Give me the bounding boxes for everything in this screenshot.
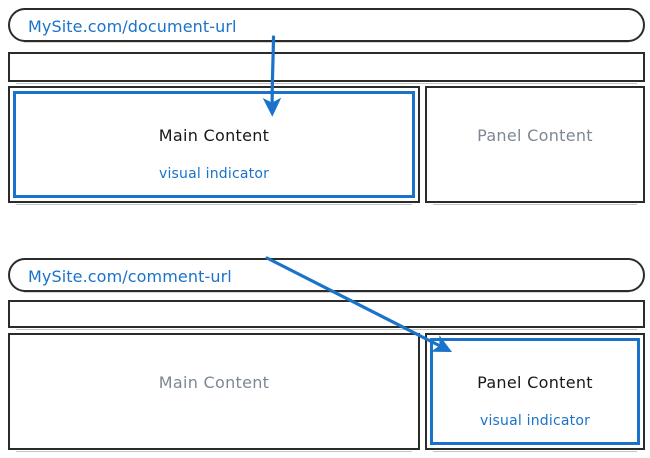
url-bar-document[interactable]: MySite.com/document-url — [8, 8, 645, 43]
side-pane-title-document: Panel Content — [477, 126, 593, 145]
url-bar-comment[interactable]: MySite.com/comment-url — [8, 258, 645, 293]
side-pane-title-comment: Panel Content — [477, 373, 593, 392]
main-pane-indicator-document: visual indicator — [158, 166, 270, 182]
url-text-comment[interactable]: MySite.com/comment-url — [28, 267, 232, 286]
main-pane-document[interactable]: Main Content visual indicator — [8, 86, 420, 205]
side-pane-comment[interactable]: Panel Content visual indicator — [425, 333, 645, 452]
url-text-document[interactable]: MySite.com/document-url — [28, 17, 237, 36]
side-pane-document[interactable]: Panel Content — [425, 86, 645, 205]
main-pane-comment[interactable]: Main Content — [8, 333, 420, 452]
toolbar-strip-comment[interactable] — [8, 300, 645, 330]
main-pane-title-comment: Main Content — [158, 373, 270, 392]
main-pane-title-document: Main Content — [158, 126, 270, 145]
toolbar-strip-document[interactable] — [8, 52, 645, 84]
side-pane-indicator-comment: visual indicator — [479, 413, 591, 429]
